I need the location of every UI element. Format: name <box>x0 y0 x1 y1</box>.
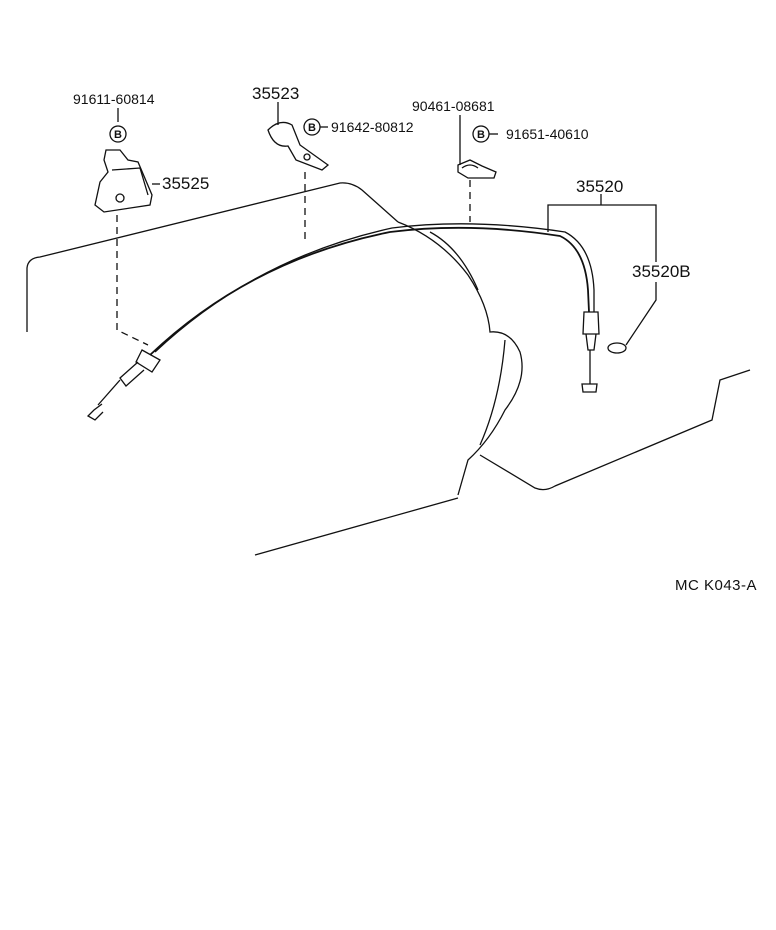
transmission-outline <box>26 182 751 556</box>
cable-35520 <box>86 223 600 421</box>
o-ring-shape <box>607 342 627 354</box>
label-90461-08681: 90461-08681 <box>412 98 495 114</box>
alignment-lines <box>116 172 471 346</box>
badge-b-icon: B <box>303 118 328 136</box>
label-91642-80812: 91642-80812 <box>331 119 414 135</box>
svg-text:B: B <box>308 122 316 134</box>
leader-lines <box>117 102 657 346</box>
badge-b-icon: B <box>472 125 498 143</box>
label-35520: 35520 <box>576 177 623 196</box>
svg-text:B: B <box>114 129 122 141</box>
bracket-35525-shape <box>94 149 153 213</box>
svg-text:B: B <box>477 129 485 141</box>
label-35520B: 35520B <box>632 262 691 281</box>
label-35523: 35523 <box>252 84 299 103</box>
label-91651-40610: 91651-40610 <box>506 126 589 142</box>
diagram-code: MC K043-A <box>675 577 757 594</box>
clamp-90461-shape <box>457 159 497 179</box>
badge-b-icon: B <box>109 125 127 143</box>
label-35525: 35525 <box>162 174 209 193</box>
label-91611-60814: 91611-60814 <box>73 91 155 107</box>
